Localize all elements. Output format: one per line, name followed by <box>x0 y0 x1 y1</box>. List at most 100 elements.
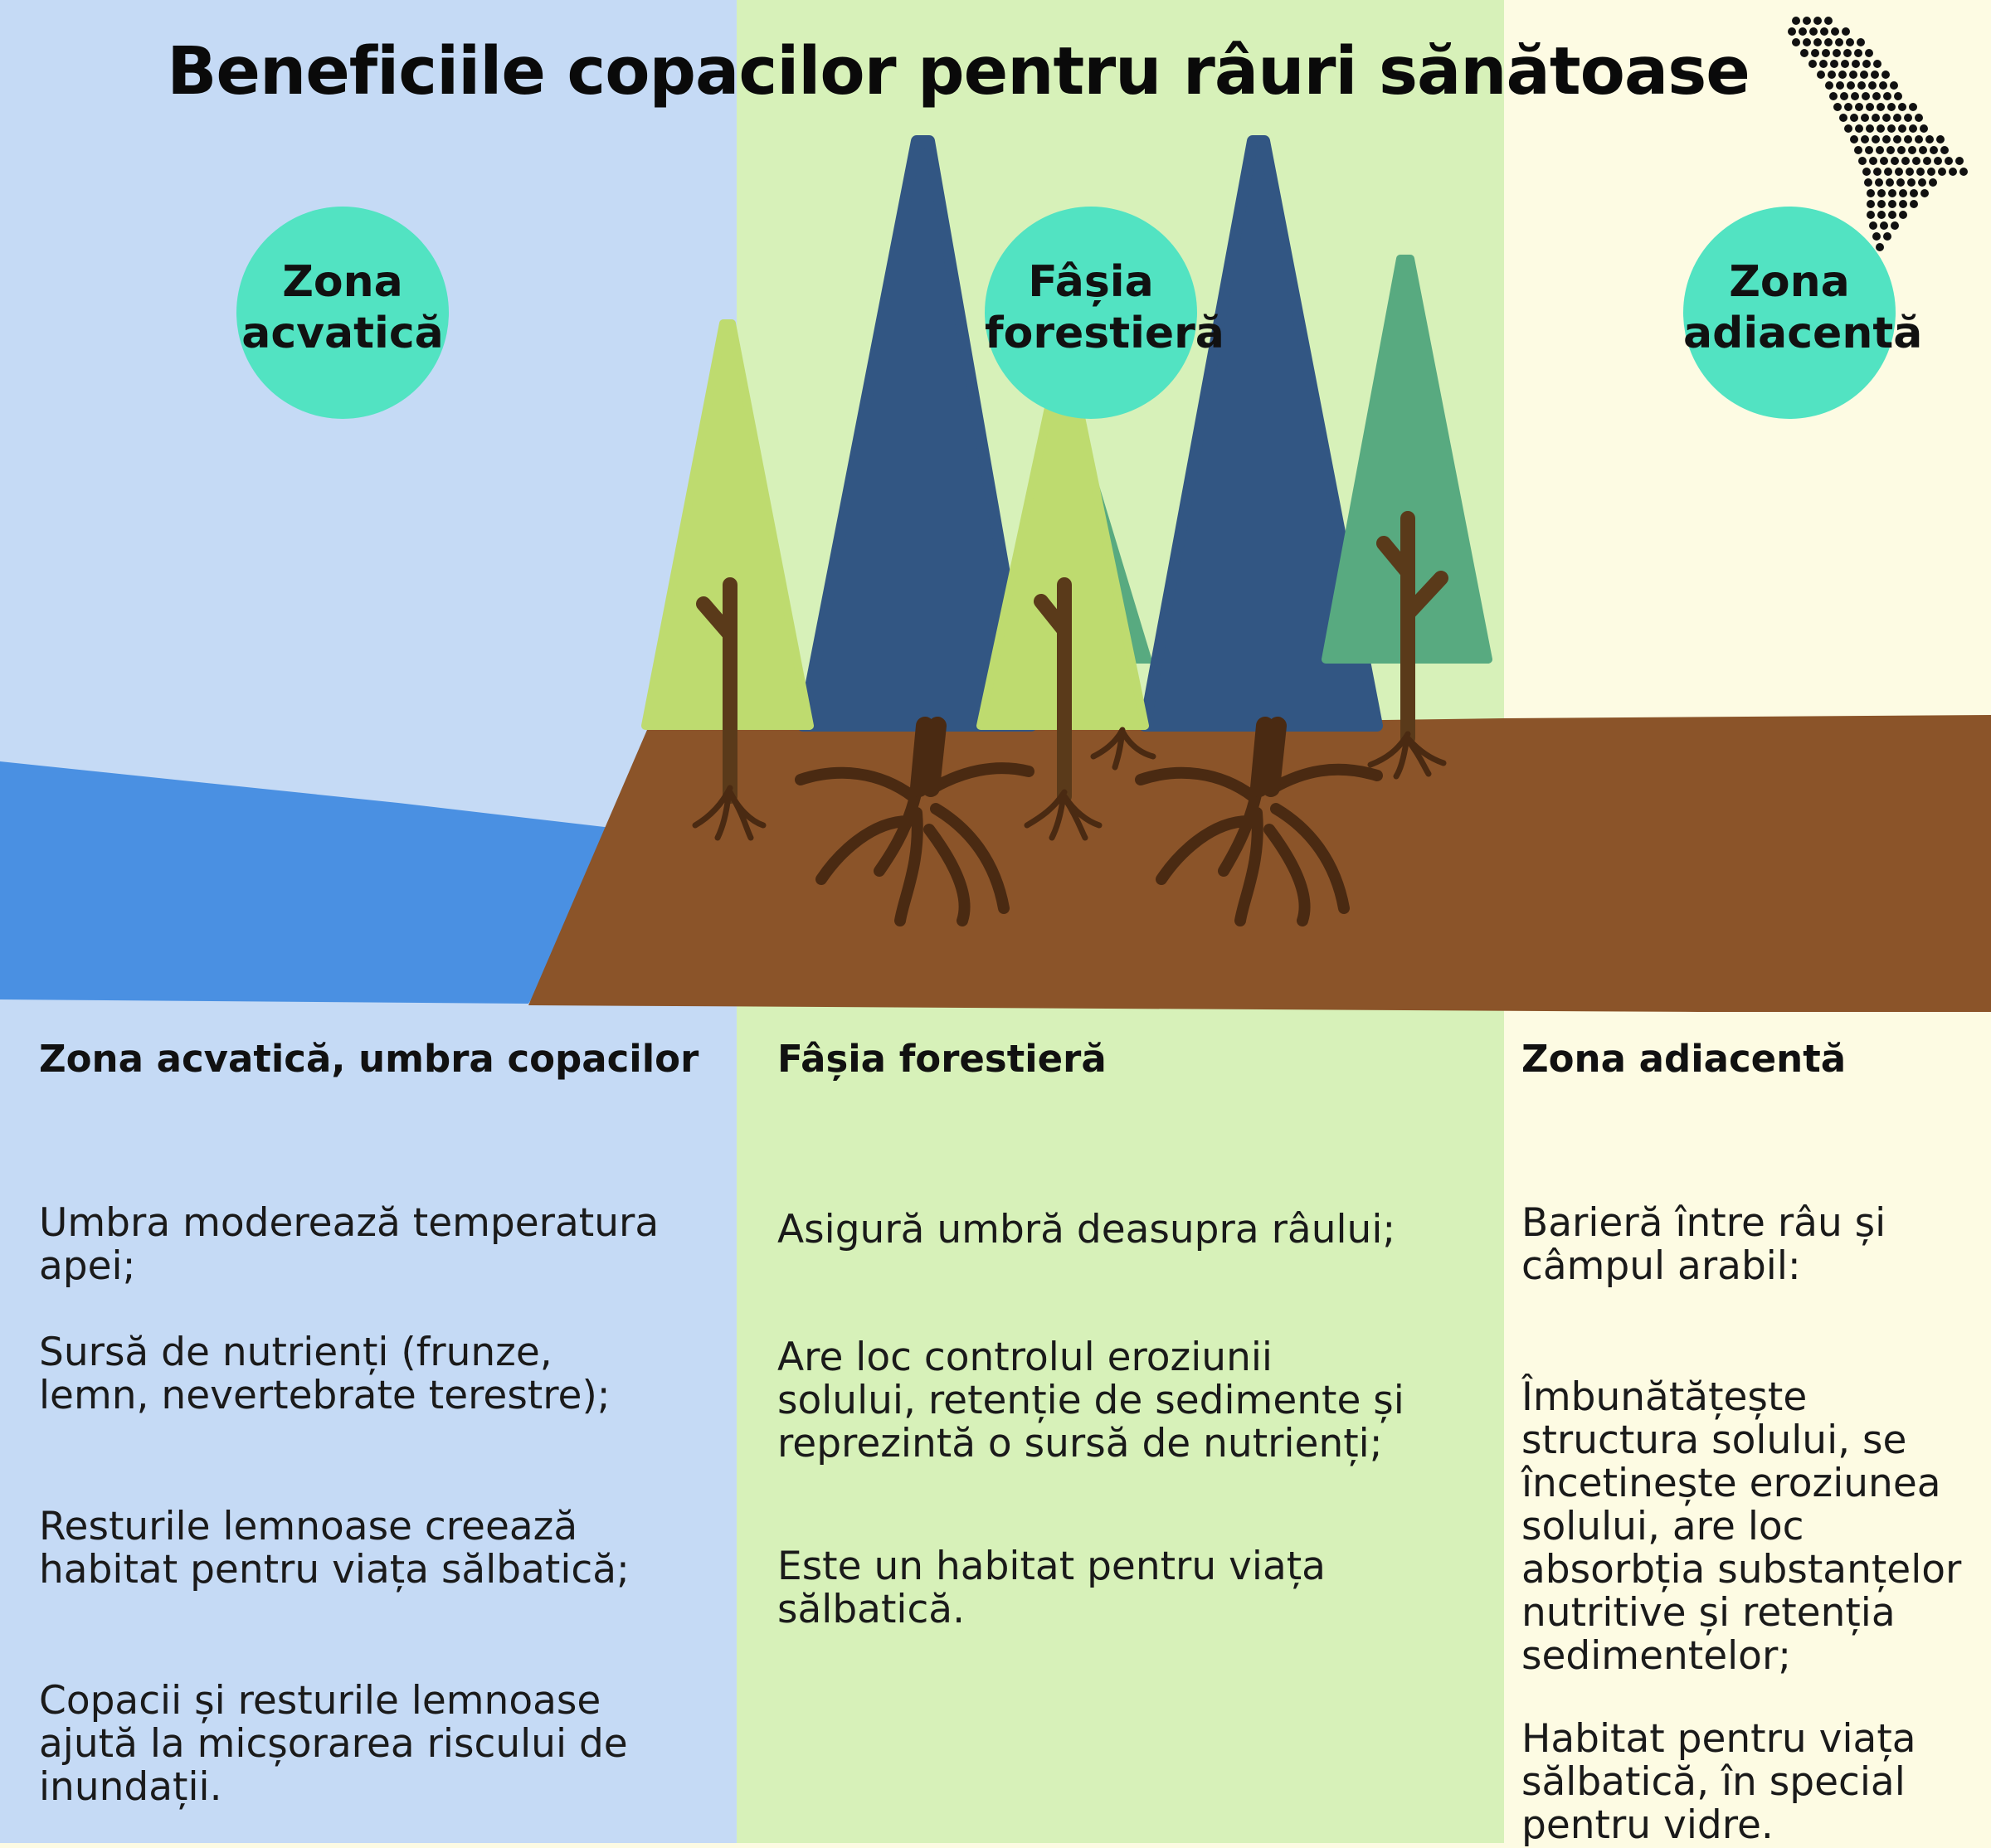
map-dot <box>1866 103 1874 111</box>
adjacent-benefit-1: Barieră între râu și câmpul arabil: <box>1521 1200 1886 1289</box>
map-dot <box>1876 146 1884 154</box>
map-dot <box>1888 200 1896 208</box>
map-dot <box>1829 92 1838 100</box>
map-dot <box>1929 178 1937 187</box>
map-dot <box>1880 221 1888 230</box>
map-dot <box>1865 49 1873 57</box>
map-dot <box>1855 103 1863 111</box>
map-dot <box>1850 114 1858 122</box>
map-dot <box>1819 60 1828 68</box>
tree-roots <box>692 717 1447 926</box>
adjacent-benefit-2: Îmbunătățește structura solului, se înce… <box>1521 1374 1962 1679</box>
map-dot <box>1909 124 1917 133</box>
map-dot <box>1940 146 1949 154</box>
map-dot <box>1861 114 1869 122</box>
map-dot <box>1862 60 1871 68</box>
map-dot <box>1883 232 1891 241</box>
map-dot <box>1851 92 1859 100</box>
tree-green-right <box>1322 255 1492 664</box>
map-dot <box>1909 103 1917 111</box>
moldova-dotted-map-icon <box>1788 17 1968 251</box>
map-dot <box>1910 200 1918 208</box>
map-dot <box>1813 17 1822 25</box>
map-dot <box>1886 178 1894 187</box>
map-dot <box>1888 211 1896 219</box>
map-dot <box>1910 189 1918 197</box>
map-dot <box>1858 157 1867 165</box>
map-dot <box>1831 27 1839 36</box>
map-dot <box>1896 178 1905 187</box>
map-dot <box>1867 189 1875 197</box>
map-dot <box>1872 92 1881 100</box>
map-dot <box>1854 49 1862 57</box>
adjacent-zone-heading: Zona adiacentă <box>1521 1037 1847 1081</box>
map-dot <box>1865 146 1873 154</box>
map-dot <box>1835 38 1843 46</box>
page-title: Beneficiile copacilor pentru râuri sănăt… <box>167 33 1750 109</box>
map-dot <box>1901 157 1910 165</box>
map-dot <box>1844 124 1852 133</box>
forest-benefit-1: Asigură umbră deasupra râului; <box>777 1207 1396 1252</box>
map-dot <box>1833 49 1841 57</box>
map-dot <box>1839 114 1847 122</box>
map-dot <box>1842 27 1850 36</box>
map-dot <box>1857 81 1866 90</box>
map-dot <box>1959 168 1968 176</box>
map-dot <box>1808 60 1817 68</box>
map-dot <box>1886 146 1895 154</box>
map-dot <box>1919 146 1927 154</box>
map-dot <box>1920 124 1928 133</box>
map-dot <box>1879 81 1887 90</box>
map-dot <box>1849 71 1857 79</box>
zone-label-aquatic: Zona acvatică <box>241 257 444 358</box>
map-dot <box>1833 103 1842 111</box>
map-dot <box>1904 135 1912 143</box>
map-dot <box>1825 81 1833 90</box>
map-dot <box>1918 178 1926 187</box>
map-dot <box>1841 60 1849 68</box>
map-dot <box>1813 38 1822 46</box>
map-dot <box>1844 103 1852 111</box>
map-dot <box>1838 71 1847 79</box>
map-dot <box>1857 38 1865 46</box>
map-dot <box>1915 114 1923 122</box>
map-dot <box>1930 146 1938 154</box>
aquatic-benefit-1: Umbra moderează temperatura apei; <box>39 1200 660 1289</box>
map-dot <box>1873 168 1881 176</box>
map-dot <box>1867 200 1875 208</box>
forest-strip-column: Fâșia forestieră Asigură umbră deasupra … <box>777 1037 1482 1632</box>
map-dot <box>1809 27 1818 36</box>
map-dot <box>1899 189 1907 197</box>
map-dot <box>1800 49 1808 57</box>
map-dot <box>1799 27 1807 36</box>
map-dot <box>1876 243 1884 251</box>
map-dot <box>1820 27 1828 36</box>
zone-circle-aquatic <box>236 207 449 419</box>
map-dot <box>1945 157 1953 165</box>
map-dot <box>1846 38 1854 46</box>
map-dot <box>1890 81 1898 90</box>
map-dot <box>1877 189 1886 197</box>
map-dot <box>1803 17 1811 25</box>
aquatic-benefit-4: Copacii și resturile lemnoase ajută la m… <box>39 1678 628 1810</box>
map-dot <box>1824 17 1833 25</box>
map-dot <box>1860 71 1868 79</box>
map-dot <box>1934 157 1942 165</box>
map-dot <box>1852 60 1860 68</box>
map-dot <box>1895 168 1903 176</box>
map-dot <box>1877 211 1886 219</box>
map-dot <box>1824 38 1833 46</box>
map-dot <box>1906 168 1914 176</box>
map-dot <box>1899 200 1907 208</box>
adjacent-zone-column: Zona adiacentă Barieră între râu și câmp… <box>1521 1037 1986 1847</box>
map-dot <box>1949 168 1957 176</box>
forest-strip-heading: Fâșia forestieră <box>777 1037 1107 1081</box>
map-dot <box>1869 157 1877 165</box>
zone-circle-adjacent <box>1683 207 1896 419</box>
map-dot <box>1830 60 1838 68</box>
map-dot <box>1843 49 1852 57</box>
map-dot <box>1872 114 1880 122</box>
map-dot <box>1873 60 1881 68</box>
aquatic-zone-column: Zona acvatică, umbra copacilor Umbra mod… <box>39 1037 719 1809</box>
map-dot <box>1855 124 1863 133</box>
